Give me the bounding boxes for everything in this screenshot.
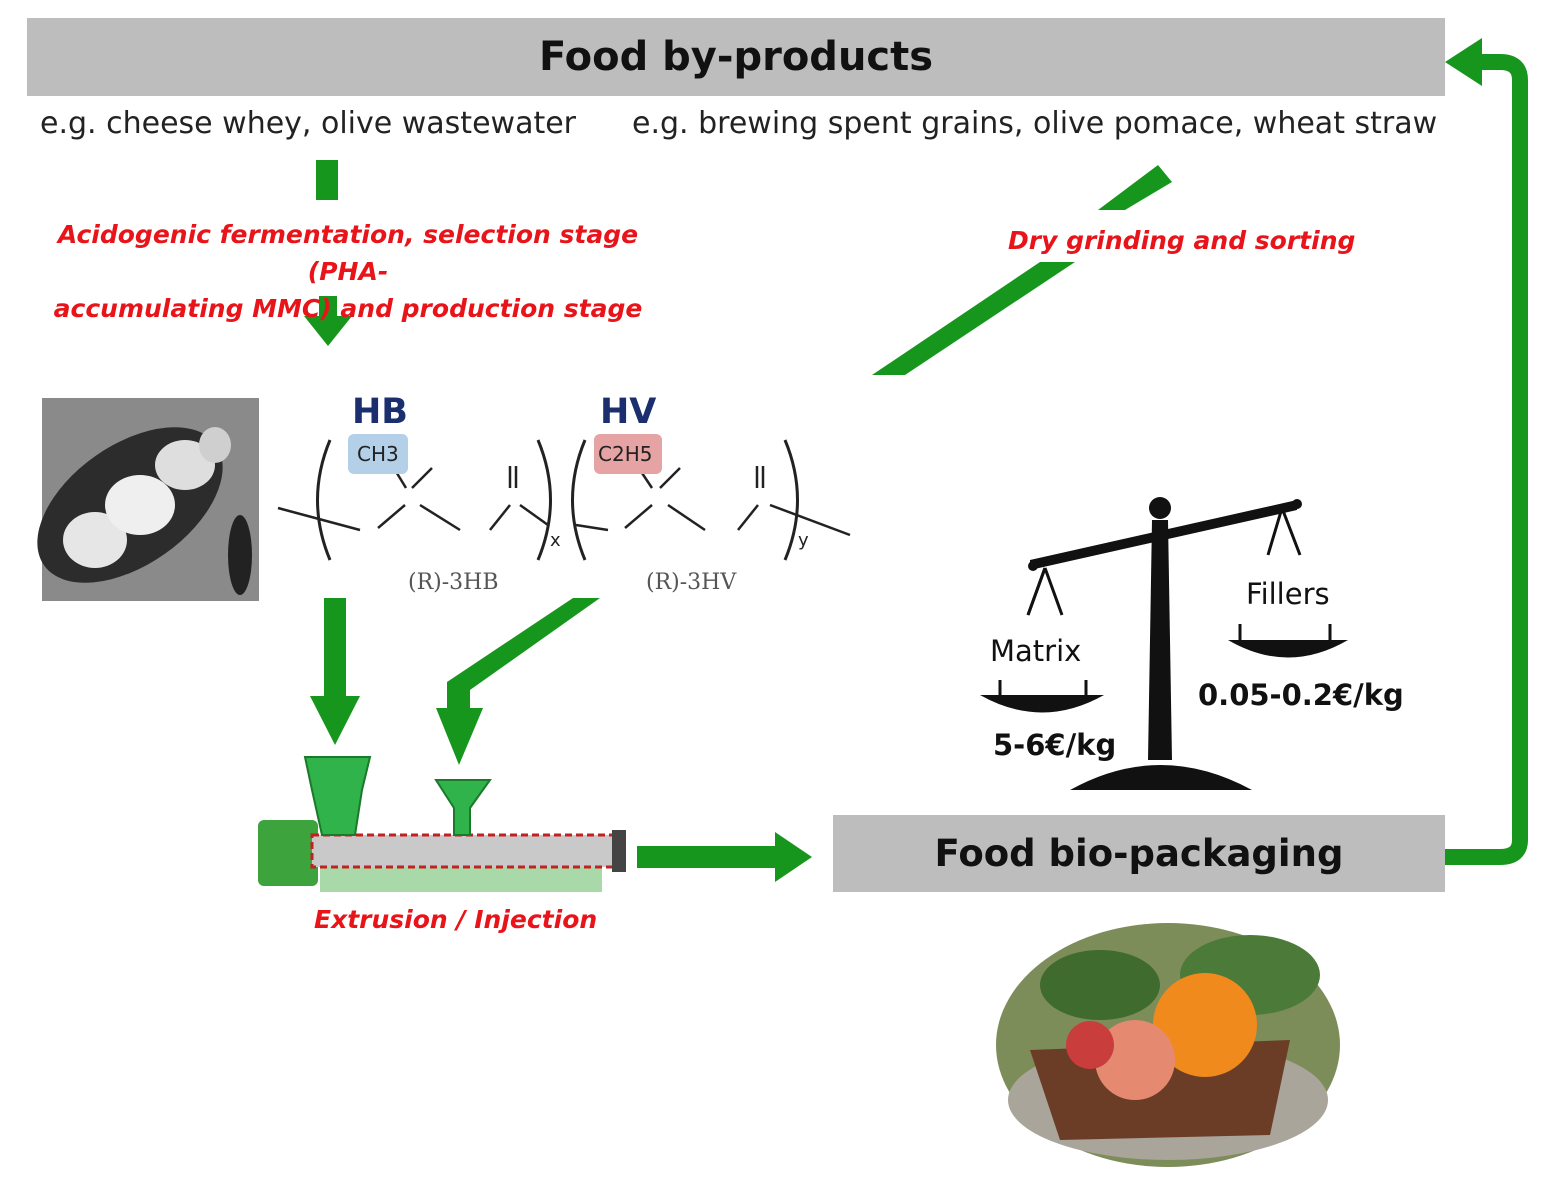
output-title: Food bio-packaging [934, 832, 1344, 875]
fillers-label: Fillers [1246, 577, 1330, 611]
extruder-nozzle [612, 830, 626, 872]
arrow-right-stub [1098, 165, 1172, 210]
banner-title: Food by-products [538, 34, 934, 80]
process-bottom-label: Extrusion / Injection [314, 905, 598, 934]
fillers-price: 0.05-0.2€/kg [1198, 678, 1404, 712]
hv-group-highlight [594, 434, 662, 474]
example-right: e.g. brewing spent grains, olive pomace,… [632, 106, 1438, 141]
hv-unit-label: (R)-3HV [646, 570, 737, 595]
example-left: e.g. cheese whey, olive wastewater [40, 106, 577, 141]
scale-base [1070, 765, 1252, 790]
peach-fruit [1095, 1020, 1175, 1100]
balance-scale [980, 497, 1348, 790]
main-hopper [303, 756, 372, 836]
arrow-to-hopper-shaft [324, 598, 346, 698]
micrograph-granule-4 [199, 427, 231, 463]
hb-group-text: CH3 [357, 442, 399, 466]
hb-tag: HB [352, 392, 408, 432]
arrow-diag-polymer-head [436, 708, 483, 765]
scale-pivot [1149, 497, 1171, 519]
subscript-y: y [798, 530, 809, 551]
bracket-open-2 [571, 439, 587, 561]
polymer-skeleton [277, 466, 851, 537]
loop-arrow [1445, 54, 1528, 865]
matrix-label: Matrix [990, 634, 1082, 668]
left-pan [980, 695, 1104, 713]
process-left-line1: Acidogenic fermentation, selection stage… [57, 220, 639, 286]
process-right-label: Dry grinding and sorting [1008, 226, 1356, 255]
food-bio-packaging-banner: Food bio-packaging [833, 815, 1445, 892]
arrow-to-packaging-shaft [637, 846, 777, 868]
scale-pillar [1148, 520, 1172, 760]
subscript-x: x [550, 530, 561, 551]
hb-group-highlight [348, 434, 408, 474]
hv-tag: HV [600, 392, 657, 432]
micrograph-granule-3 [155, 440, 215, 490]
micrograph-granule-1 [63, 512, 127, 568]
arrow-left-stub [316, 160, 338, 200]
arrow-left-down [304, 296, 352, 346]
extruder-barrel [310, 833, 619, 869]
packaging-photo [996, 923, 1340, 1167]
micrograph-granule-2 [105, 475, 175, 535]
hb-unit-label: (R)-3HB [408, 570, 499, 595]
arrow-diag-polymer [447, 598, 600, 710]
extruder [258, 756, 626, 892]
arrow-to-hopper-head [310, 696, 360, 745]
food-by-products-banner: Food by-products [27, 18, 1445, 96]
matrix-price: 5-6€/kg [993, 728, 1117, 762]
bracket-open-1 [316, 439, 332, 561]
bracket-close-2 [783, 439, 799, 561]
red-fruit [1066, 1021, 1114, 1069]
extruder-motor [258, 820, 318, 886]
process-left-line2: accumulating MMC) and production stage [53, 294, 643, 323]
bracket-close-1 [536, 439, 552, 561]
process-left-label: Acidogenic fermentation, selection stage… [18, 216, 678, 327]
arrow-diagonal-long [872, 262, 1075, 375]
loop-arrow-head [1445, 38, 1482, 86]
hv-group-text: C2H5 [598, 442, 653, 466]
side-hopper [434, 779, 492, 836]
right-pan [1228, 640, 1348, 658]
arrow-to-packaging-head [775, 832, 812, 882]
orange-fruit [1153, 973, 1257, 1077]
micrograph-neighbor-cell [228, 515, 252, 595]
